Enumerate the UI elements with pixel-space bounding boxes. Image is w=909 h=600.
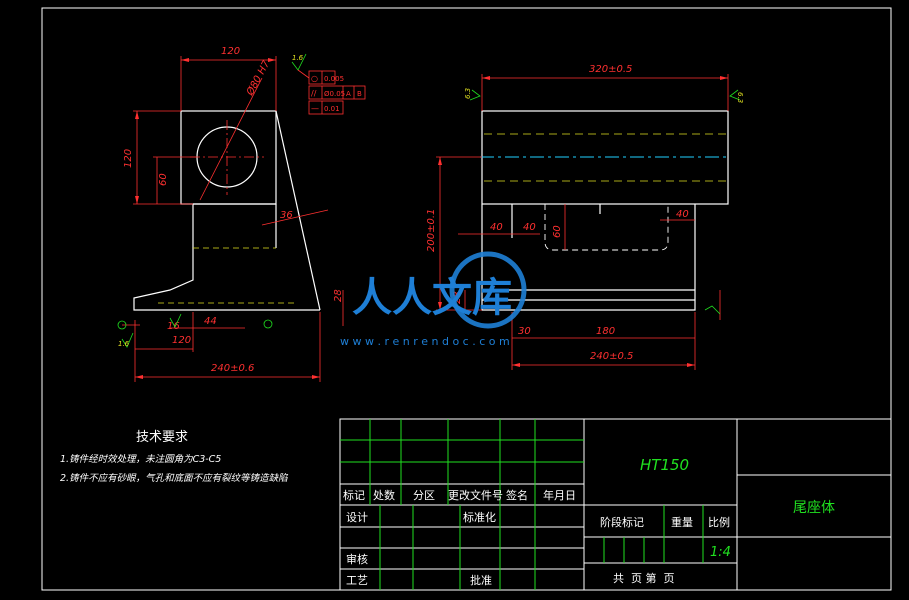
header-date: 年月日 — [543, 488, 576, 502]
dim-16: 16 — [167, 321, 180, 332]
rough-right-right: 6.3 — [736, 92, 744, 103]
watermark-text: 人人文库 — [352, 275, 512, 321]
left-arrows — [135, 58, 320, 379]
dim-200: 200±0.1 — [426, 209, 437, 252]
upper-block — [180, 110, 277, 205]
dim-120-side: 120 — [123, 149, 134, 168]
dim-28-left: 28 — [333, 289, 344, 302]
front-view — [481, 110, 729, 311]
label-weight: 重量 — [671, 515, 693, 529]
tol-symbol-3: — — [311, 104, 319, 113]
tol-value-3: 0.01 — [324, 105, 340, 113]
header-count: 处数 — [373, 489, 395, 502]
dim-36: 36 — [280, 210, 293, 221]
tolerance-frame — [297, 69, 366, 115]
label-approve: 批准 — [470, 573, 492, 587]
roughness-symbols-right — [469, 89, 741, 315]
tech-line-2: 2.铸件不应有砂眼，气孔和底面不应有裂纹等铸造缺陷 — [60, 472, 289, 484]
scale-value: 1:4 — [710, 545, 731, 560]
dim-60: 60 — [158, 173, 169, 186]
dim-320: 320±0.5 — [589, 64, 632, 75]
base-outline — [133, 204, 320, 311]
label-review: 审核 — [346, 552, 368, 566]
rib-edge — [275, 110, 321, 311]
watermark: 人人文库 w w w . r e n r e n d o c . c o m — [340, 251, 527, 348]
label-process: 工艺 — [346, 574, 368, 587]
left-centerlines — [190, 77, 264, 201]
tol-symbol-2: // — [311, 89, 317, 98]
label-standard: 标准化 — [463, 510, 496, 524]
part-name-text: 尾座体 — [793, 500, 835, 516]
header-change-doc: 更改文件号 — [448, 488, 503, 502]
dim-120-bottom: 120 — [172, 335, 191, 346]
dim-40-c: 40 — [676, 209, 689, 220]
left-hidden-lines — [158, 247, 296, 304]
tech-title: 技术要求 — [136, 430, 188, 445]
label-design: 设计 — [346, 511, 368, 524]
tol-datum-a: A — [346, 90, 351, 98]
rough-top: 1.6 — [292, 54, 304, 62]
dim-28-right: 28 — [452, 291, 463, 304]
dim-240-right: 240±0.5 — [590, 351, 633, 362]
tol-symbol-1: ○ — [311, 74, 318, 83]
title-block-frame — [339, 418, 892, 591]
dim-180: 180 — [596, 326, 615, 337]
sheets-text: 共 页 第 页 — [613, 571, 674, 585]
front-hidden-lines — [484, 133, 726, 182]
dim-44: 44 — [204, 316, 217, 327]
watermark-ring — [449, 251, 527, 329]
header-mark: 标记 — [343, 488, 365, 502]
front-hidden-slot — [544, 204, 669, 251]
header-zone: 分区 — [413, 489, 435, 502]
tol-datum-b: B — [357, 90, 362, 98]
dim-240-left: 240±0.6 — [211, 363, 254, 374]
tol-value-1: 0.005 — [324, 75, 344, 83]
dim-40-b: 40 — [523, 222, 536, 233]
dim-60-right: 60 — [552, 225, 563, 238]
tol-value-2: Ø0.05 — [324, 90, 345, 98]
watermark-url: w w w . r e n r e n d o c . c o m — [340, 335, 510, 348]
dim-30: 30 — [518, 326, 531, 337]
header-sign: 签名 — [506, 488, 528, 502]
tech-line-1: 1.铸件经时效处理，未注圆角为C3-C5 — [60, 453, 221, 465]
material-text: HT150 — [640, 456, 689, 474]
dim-bore: Ø80 H7 — [244, 58, 273, 98]
label-stage: 阶段标记 — [600, 515, 644, 529]
right-dimension-lines — [342, 74, 729, 370]
right-arrows — [438, 76, 728, 367]
dim-40-a: 40 — [490, 222, 503, 233]
rough-left: 1.6 — [118, 340, 130, 348]
left-dimension-lines — [122, 56, 329, 382]
rough-right-left: 6.3 — [464, 88, 472, 99]
label-scale: 比例 — [708, 515, 730, 529]
dim-120-top: 120 — [221, 46, 240, 57]
title-block-grid — [340, 419, 704, 590]
